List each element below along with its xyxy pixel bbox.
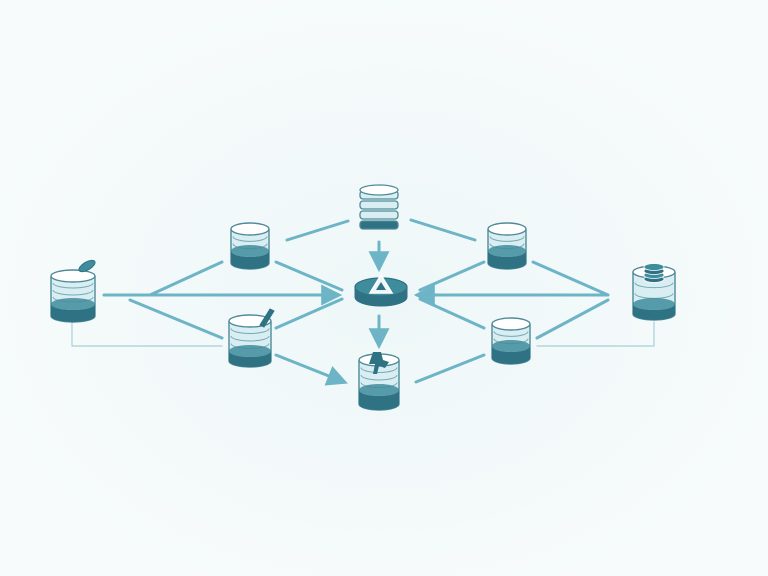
connector-lower-right-to-bottom-center — [414, 353, 486, 384]
cylinder-ring — [52, 282, 94, 289]
node-upper-right — [487, 222, 527, 270]
cylinder-rim — [50, 269, 96, 283]
cylinder-band — [229, 351, 271, 367]
cylinder-ring — [360, 382, 398, 388]
server-rim — [359, 184, 399, 196]
connector-left-source-to-lower-left — [71, 321, 223, 347]
connector-lower-right-to-central-hub — [418, 297, 486, 330]
disc-icon — [78, 259, 96, 273]
connector-upper-right-to-top-center — [409, 218, 477, 242]
cylinder-ring — [493, 338, 529, 345]
connector-left-source-to-upper-left — [148, 260, 224, 297]
cylinder-ring — [52, 289, 94, 296]
cylinder-liquid-surface — [633, 298, 675, 310]
pen-icon — [259, 308, 275, 328]
cylinder-ring — [232, 243, 268, 250]
cylinder-band — [633, 304, 675, 320]
node-lower-right — [491, 317, 531, 365]
figure-icon — [369, 352, 389, 374]
connector-upper-left-to-top-center — [285, 219, 350, 242]
connector-upper-right-to-central-hub — [418, 260, 486, 292]
connector-upper-left-to-central-hub — [274, 260, 344, 292]
cylinder-ring — [634, 282, 674, 289]
node-top-center — [359, 184, 399, 230]
node-upper-left — [230, 222, 270, 270]
cylinder-ring — [230, 343, 270, 349]
warning-icon-inner — [376, 282, 386, 290]
cylinder-rim — [230, 222, 270, 236]
coin-stack-icon — [643, 263, 665, 271]
server-layer — [359, 220, 399, 230]
server-layer — [359, 200, 399, 210]
node-left-source — [50, 259, 96, 323]
cylinder-ring — [634, 293, 674, 299]
node-lower-left — [228, 308, 275, 368]
cylinder-ring — [232, 236, 268, 242]
node-central-hub — [354, 273, 408, 307]
connector-right-source-to-upper-right — [531, 260, 610, 297]
connector-layer — [71, 218, 655, 386]
node-layer — [50, 184, 676, 411]
cylinder-ring — [493, 331, 529, 337]
connector-lower-left-to-central-hub — [274, 297, 344, 330]
cylinder-band — [492, 346, 530, 364]
cylinder-band — [488, 251, 526, 269]
connector-right-source-to-lower-right — [535, 298, 610, 340]
connector-left-source-to-lower-left — [128, 298, 224, 340]
cylinder-ring — [489, 236, 525, 242]
cylinder-band — [51, 304, 95, 322]
cylinder-rim — [487, 222, 527, 236]
node-right-source — [632, 263, 676, 321]
cylinder-band — [359, 390, 399, 410]
server-layer — [359, 210, 399, 220]
connector-lower-left-to-bottom-center — [274, 353, 348, 386]
cylinder-ring — [489, 243, 525, 250]
node-bottom-center — [358, 352, 400, 411]
cylinder-ring — [360, 374, 398, 381]
cylinder-rim — [491, 317, 531, 331]
cylinder-ring — [230, 335, 270, 342]
connector-right-source-to-lower-right — [536, 321, 655, 347]
cylinder-ring — [230, 328, 270, 334]
cylinder-ring — [52, 296, 94, 303]
cylinder-band — [231, 251, 269, 269]
cylinder-ring — [360, 367, 398, 373]
